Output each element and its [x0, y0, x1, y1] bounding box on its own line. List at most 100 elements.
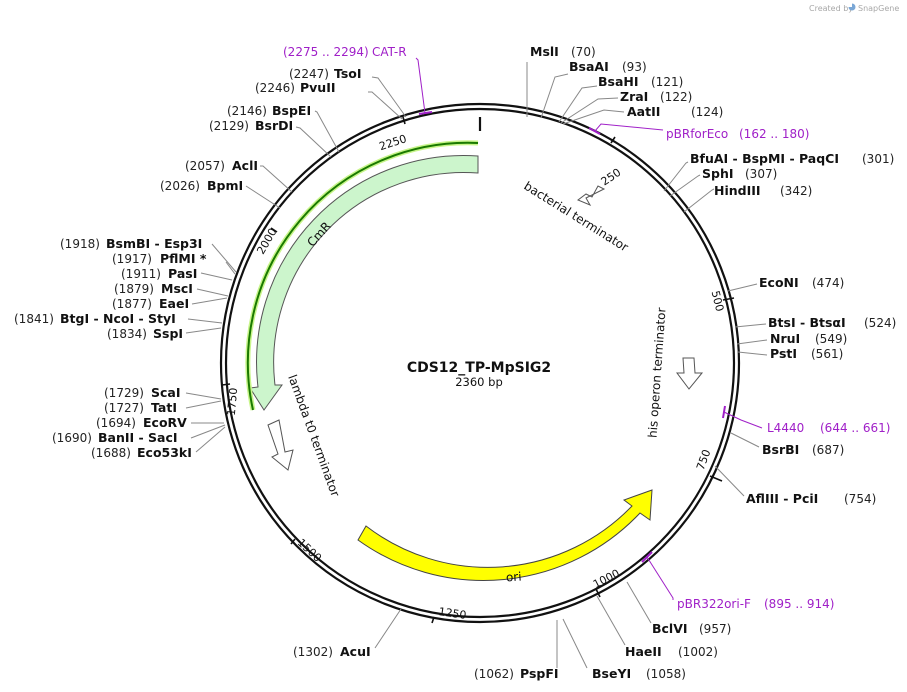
site-afliii-pos: (754)	[844, 492, 876, 506]
site-bsmbi[interactable]: (1918) BsmBI - Esp3I	[60, 236, 237, 273]
primer-l4440-range: (644 .. 661)	[820, 421, 890, 435]
site-nrui-pos: (549)	[815, 332, 847, 346]
primer-cat-r-range: (2275 .. 2294)	[283, 45, 369, 59]
credit-prefix: Created by	[809, 4, 853, 13]
site-bpmi-name: BpmI	[207, 178, 243, 193]
primer-pbrforeco-range: (162 .. 180)	[739, 127, 809, 141]
site-banii-pos: (1690)	[52, 431, 92, 445]
site-bsrbi-name: BsrBI	[762, 442, 799, 457]
site-msli-name: MslI	[530, 44, 559, 59]
cmr-feature[interactable]: CmR	[245, 140, 479, 411]
site-msli[interactable]: MslI (70)	[526, 44, 596, 117]
primer-pbr322ori-f[interactable]: pBR322ori-F (895 .. 914)	[641, 551, 834, 611]
ori-label: ori	[505, 569, 522, 584]
sites-right: MslI (70) BsaAI (93) BsaHI (121) ZraI (1…	[526, 44, 896, 681]
site-banii-name: BanII - SacI	[98, 430, 178, 445]
site-nrui[interactable]: NruI (549)	[736, 331, 847, 346]
site-pspfi[interactable]: (1062) PspFI	[474, 620, 559, 681]
site-hindiii[interactable]: HindIII (342)	[683, 183, 812, 213]
site-aatii[interactable]: AatII (124)	[562, 104, 723, 125]
site-tati[interactable]: (1727) TatI	[104, 400, 222, 415]
site-pasi[interactable]: (1911) PasI	[121, 266, 233, 281]
site-ecorv-pos: (1694)	[96, 416, 136, 430]
site-pspfi-name: PspFI	[520, 666, 559, 681]
site-bclvi[interactable]: BclVI (957)	[626, 581, 731, 636]
site-pflmi[interactable]: (1917) PflMI *	[112, 251, 236, 275]
site-bsaai-pos: (93)	[622, 60, 647, 74]
site-eco53ki[interactable]: (1688) Eco53kI	[91, 426, 226, 460]
site-hindiii-name: HindIII	[714, 183, 761, 198]
site-tsoi[interactable]: (2247) TsoI	[289, 66, 407, 118]
site-ecorv-name: EcoRV	[143, 415, 187, 430]
site-bspei[interactable]: (2146) BspEI	[227, 103, 340, 153]
site-bsrbi[interactable]: BsrBI (687)	[730, 432, 844, 457]
site-btsi-name: BtsI - BtsαI	[768, 315, 846, 330]
plasmid-name: CDS12_TP-MpSIG2	[407, 360, 551, 376]
lambda-t0-terminator-feature[interactable]: lambda t0 terminator	[267, 373, 342, 499]
tick-500: 500	[709, 289, 735, 313]
site-bpmi-pos: (2026)	[160, 179, 200, 193]
sites-left: (2247) TsoI (2246) PvuII (2146) BspEI (2…	[14, 66, 559, 681]
site-psti[interactable]: PstI (561)	[737, 346, 843, 361]
site-bsahi-name: BsaHI	[598, 74, 639, 89]
site-btsi[interactable]: BtsI - BtsαI (524)	[734, 315, 896, 330]
site-scai[interactable]: (1729) ScaI	[104, 385, 222, 400]
primer-l4440[interactable]: L4440 (644 .. 661)	[722, 405, 890, 435]
site-tsoi-pos: (2247)	[289, 67, 329, 81]
primer-cat-r[interactable]: (2275 .. 2294) CAT-R	[283, 45, 433, 115]
site-bsrdi[interactable]: (2129) BsrDI	[209, 118, 332, 158]
site-bseyi-pos: (1058)	[646, 667, 686, 681]
site-btgi-name: BtgI - NcoI - StyI	[60, 311, 176, 326]
site-sspi[interactable]: (1834) SspI	[107, 326, 222, 341]
site-pasi-name: PasI	[168, 266, 197, 281]
site-bsaai[interactable]: BsaAI (93)	[540, 59, 647, 119]
site-bfuai[interactable]: BfuAI - BspMI - PaqCI (301)	[663, 151, 894, 192]
site-bsaai-name: BsaAI	[569, 59, 609, 74]
site-bclvi-name: BclVI	[652, 621, 688, 636]
site-psti-name: PstI	[770, 346, 797, 361]
site-afliii-name: AflIII - PciI	[746, 491, 818, 506]
primer-l4440-name: L4440	[767, 421, 804, 435]
his-operon-terminator-feature[interactable]: his operon terminator	[645, 307, 704, 438]
site-acli-name: AclI	[232, 158, 258, 173]
tick-1250: 1250	[431, 605, 467, 624]
site-ecorv[interactable]: (1694) EcoRV	[96, 415, 224, 430]
site-acui[interactable]: (1302) AcuI	[293, 608, 402, 659]
site-banii[interactable]: (1690) BanII - SacI	[52, 424, 226, 445]
tick-1500: 1500	[290, 536, 324, 565]
primer-pbrforeco-name: pBRforEco	[666, 127, 728, 141]
ori-feature[interactable]: ori	[357, 489, 653, 585]
site-bsahi[interactable]: BsaHI (121)	[558, 74, 683, 123]
site-bpmi[interactable]: (2026) BpmI	[160, 178, 281, 209]
site-btgi[interactable]: (1841) BtgI - NcoI - StyI	[14, 311, 223, 326]
primer-pbr322ori-f-range: (895 .. 914)	[764, 597, 834, 611]
site-bsmbi-pos: (1918)	[60, 237, 100, 251]
site-sspi-name: SspI	[153, 326, 183, 341]
site-zrai[interactable]: ZraI (122)	[560, 89, 692, 124]
site-sphi-pos: (307)	[745, 167, 777, 181]
tick-label-500: 500	[709, 289, 727, 313]
site-acli[interactable]: (2057) AclI	[185, 158, 293, 193]
primer-pbrforeco[interactable]: pBRforEco (162 .. 180)	[588, 123, 809, 141]
site-econi[interactable]: EcoNI (474)	[727, 275, 844, 292]
site-msci[interactable]: (1879) MscI	[114, 281, 229, 297]
site-bseyi[interactable]: BseYI (1058)	[562, 618, 686, 681]
site-msci-name: MscI	[161, 281, 193, 296]
site-bspei-pos: (2146)	[227, 104, 267, 118]
site-pvuii[interactable]: (2246) PvuII	[255, 80, 403, 120]
site-acui-pos: (1302)	[293, 645, 333, 659]
site-scai-name: ScaI	[151, 385, 181, 400]
site-haeii[interactable]: HaeII (1002)	[596, 595, 718, 659]
primer-cat-r-name: CAT-R	[372, 45, 407, 59]
site-afliii[interactable]: AflIII - PciI (754)	[714, 465, 876, 506]
site-sphi[interactable]: SphI (307)	[669, 166, 777, 197]
primer-pbr322ori-f-name: pBR322ori-F	[677, 597, 751, 611]
site-eaei-name: EaeI	[159, 296, 189, 311]
bacterial-terminator-feature[interactable]: bacterial terminator	[521, 179, 630, 255]
site-tsoi-name: TsoI	[334, 66, 362, 81]
site-bsmbi-name: BsmBI - Esp3I	[106, 236, 202, 251]
site-bclvi-pos: (957)	[699, 622, 731, 636]
site-eaei[interactable]: (1877) EaeI	[112, 296, 228, 311]
his-operon-terminator-label: his operon terminator	[645, 307, 668, 438]
